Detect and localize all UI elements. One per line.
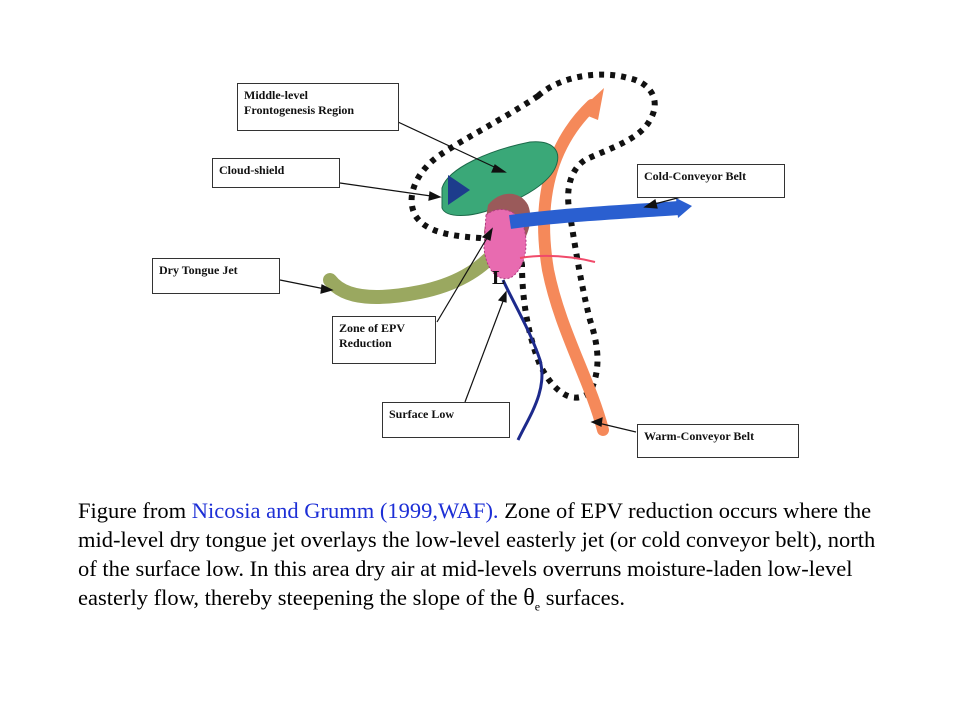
label-frontogenesis-line2: Frontogenesis Region [244, 103, 355, 117]
label-cloud-shield-text: Cloud-shield [219, 163, 285, 177]
caption-suffix: surfaces. [540, 585, 626, 610]
label-cold-conveyor-belt: Cold-Conveyor Belt [637, 164, 785, 198]
label-surface-low-text: Surface Low [389, 407, 454, 421]
label-cloud-shield: Cloud-shield [212, 158, 340, 188]
label-cold-conveyor-text: Cold-Conveyor Belt [644, 169, 747, 183]
cloud-shield-shape [441, 141, 559, 216]
label-epv-line2: Reduction [339, 336, 392, 350]
label-frontogenesis-region: Middle-level Frontogenesis Region [237, 83, 399, 131]
surface-low-path [501, 279, 544, 441]
red-streak [519, 254, 596, 263]
cold-conveyor-arrowhead [676, 198, 692, 218]
warm-conveyor-belt [538, 99, 609, 436]
caption-prefix: Figure from [78, 498, 192, 523]
conveyor-belt-diagram: L [279, 71, 692, 441]
cold-conveyor-belt [509, 201, 681, 229]
label-warm-conveyor-text: Warm-Conveyor Belt [644, 429, 755, 443]
label-warm-conveyor-belt: Warm-Conveyor Belt [637, 424, 799, 458]
dry-tongue-jet [323, 245, 502, 304]
caption-body: Zone of EPV reduction occurs where the m… [78, 498, 876, 610]
figure-caption: Figure from Nicosia and Grumm (1999,WAF)… [78, 496, 898, 622]
label-dry-tongue-text: Dry Tongue Jet [159, 263, 238, 277]
caption-theta-symbol: θ [523, 585, 535, 611]
label-epv-line1: Zone of EPV [339, 321, 405, 335]
warm-conveyor-arrowhead [578, 88, 604, 120]
label-frontogenesis-line1: Middle-level [244, 88, 308, 102]
surface-low-marker: L [492, 267, 505, 289]
label-epv-reduction-zone: Zone of EPV Reduction [332, 316, 436, 364]
caption-theta-subscript: e [534, 599, 541, 614]
caption-citation: Nicosia and Grumm (1999,WAF). [191, 498, 499, 523]
cloud-shield-dark-triangle [448, 175, 470, 205]
label-dry-tongue-jet: Dry Tongue Jet [152, 258, 280, 294]
cloud-outline-dotted [408, 71, 658, 401]
label-surface-low: Surface Low [382, 402, 510, 438]
